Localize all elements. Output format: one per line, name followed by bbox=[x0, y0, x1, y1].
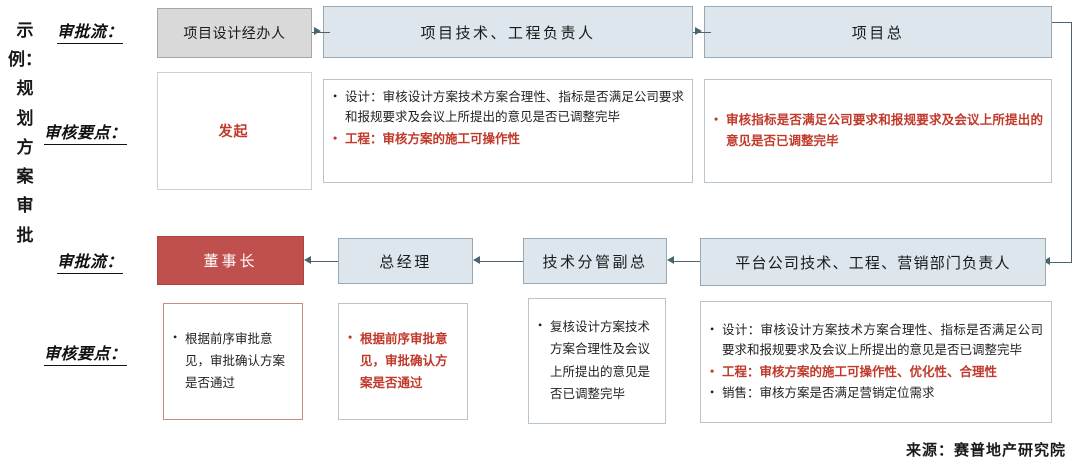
bullet-item: 审核指标是否满足公司要求和报规要求及会议上所提出的意见是否已调整完毕 bbox=[711, 109, 1043, 151]
bullet-item: 根据前序审批意见，审批确认方案是否通过 bbox=[345, 327, 459, 395]
vtitle-char-0: 示 bbox=[16, 21, 34, 40]
connector-wrap-vertical-segment bbox=[1071, 22, 1072, 262]
node-label: 平台公司技术、工程、营销部门负责人 bbox=[735, 255, 1011, 272]
bullet-list: 设计：审核设计方案技术方案合理性、指标是否满足公司要求和报规要求及会议上所提出的… bbox=[330, 86, 684, 150]
bullet-item: 设计：审核设计方案技术方案合理性、指标是否满足公司要求和报规要求及会议上所提出的… bbox=[707, 319, 1043, 361]
node-project-tech-engineering-lead[interactable]: 项目技术、工程负责人 bbox=[323, 6, 693, 58]
bullet-list: 复核设计方案技术方案合理性及会议上所提出的意见是否已调整完毕 bbox=[535, 315, 657, 406]
note-text: 发起 bbox=[218, 125, 249, 140]
bullet-item: 根据前序审批意见，审批确认方案是否通过 bbox=[170, 327, 294, 395]
node-project-design-handler[interactable]: 项目设计经办人 bbox=[157, 8, 312, 58]
vertical-page-title: 示 例： 规 划 方 案 审 批 bbox=[4, 16, 46, 346]
vtitle-char-1: 例： bbox=[8, 50, 42, 70]
label-review-points-row2: 审核要点： bbox=[44, 340, 127, 366]
node-label: 董事长 bbox=[203, 254, 258, 270]
bullet-list: 根据前序审批意见，审批确认方案是否通过 bbox=[345, 327, 459, 396]
vtitle-char-5: 案 bbox=[16, 167, 34, 187]
connector-handler-to-techlead bbox=[312, 32, 330, 33]
connector-gm-to-chairman bbox=[311, 261, 338, 262]
node-label: 项目技术、工程负责人 bbox=[420, 25, 596, 42]
source-credit: 来源：赛普地产研究院 bbox=[905, 443, 1066, 459]
connector-vp-to-gm bbox=[480, 261, 523, 262]
node-chairman[interactable]: 董事长 bbox=[157, 236, 304, 285]
node-label: 项目总 bbox=[851, 25, 905, 42]
vtitle-char-3: 划 bbox=[16, 108, 34, 128]
node-project-director[interactable]: 项目总 bbox=[704, 6, 1052, 58]
note-general-manager-points: 根据前序审批意见，审批确认方案是否通过 bbox=[338, 303, 468, 420]
node-tech-vice-president[interactable]: 技术分管副总 bbox=[523, 238, 667, 284]
node-label: 技术分管副总 bbox=[542, 254, 648, 271]
vtitle-char-2: 规 bbox=[16, 79, 34, 99]
label-review-points-row1: 审核要点： bbox=[44, 119, 127, 145]
note-chairman-points: 根据前序审批意见，审批确认方案是否通过 bbox=[163, 303, 303, 420]
note-initiate: 发起 bbox=[157, 72, 312, 190]
connector-wrap-bottom-segment bbox=[1046, 262, 1072, 263]
bullet-item: 设计：审核设计方案技术方案合理性、指标是否满足公司要求和报规要求及会议上所提出的… bbox=[330, 86, 684, 128]
bullet-list: 设计：审核设计方案技术方案合理性、指标是否满足公司要求和报规要求及会议上所提出的… bbox=[707, 319, 1043, 404]
note-tech-engineering-points: 设计：审核设计方案技术方案合理性、指标是否满足公司要求和报规要求及会议上所提出的… bbox=[323, 79, 693, 183]
note-tech-vp-points: 复核设计方案技术方案合理性及会议上所提出的意见是否已调整完毕 bbox=[528, 298, 666, 424]
vtitle-char-6: 审 bbox=[16, 196, 34, 216]
bullet-item: 销售：审核方案是否满足营销定位需求 bbox=[707, 382, 1043, 403]
arrow-right-icon bbox=[314, 27, 321, 35]
note-project-director-points: 审核指标是否满足公司要求和报规要求及会议上所提出的意见是否已调整完毕 bbox=[704, 79, 1052, 183]
bullet-list: 审核指标是否满足公司要求和报规要求及会议上所提出的意见是否已调整完毕 bbox=[711, 109, 1043, 152]
bullet-item: 工程：审核方案的施工可操作性 bbox=[330, 127, 684, 149]
bullet-item: 工程：审核方案的施工可操作性、优化性、合理性 bbox=[707, 360, 1043, 382]
node-general-manager[interactable]: 总经理 bbox=[338, 238, 473, 284]
note-platform-company-points: 设计：审核设计方案技术方案合理性、指标是否满足公司要求和报规要求及会议上所提出的… bbox=[700, 301, 1052, 423]
bullet-item: 复核设计方案技术方案合理性及会议上所提出的意见是否已调整完毕 bbox=[535, 315, 657, 405]
vtitle-char-4: 方 bbox=[16, 137, 34, 157]
bullet-list: 根据前序审批意见，审批确认方案是否通过 bbox=[170, 327, 294, 396]
arrow-left-icon bbox=[304, 256, 311, 264]
vtitle-char-7: 批 bbox=[16, 225, 34, 245]
connector-platform-to-vp bbox=[674, 261, 700, 262]
arrow-right-icon bbox=[695, 27, 702, 35]
arrow-left-icon bbox=[667, 256, 674, 264]
connector-techlead-to-director bbox=[693, 32, 711, 33]
node-platform-company-leads[interactable]: 平台公司技术、工程、营销部门负责人 bbox=[700, 238, 1046, 286]
arrow-left-icon bbox=[1043, 257, 1050, 265]
label-approval-flow-row1: 审批流： bbox=[57, 18, 124, 44]
arrow-left-icon bbox=[473, 256, 480, 264]
node-label: 总经理 bbox=[379, 254, 432, 271]
node-label: 项目设计经办人 bbox=[183, 27, 286, 42]
label-approval-flow-row2: 审批流： bbox=[57, 248, 124, 274]
connector-wrap-top-segment bbox=[1052, 22, 1072, 23]
